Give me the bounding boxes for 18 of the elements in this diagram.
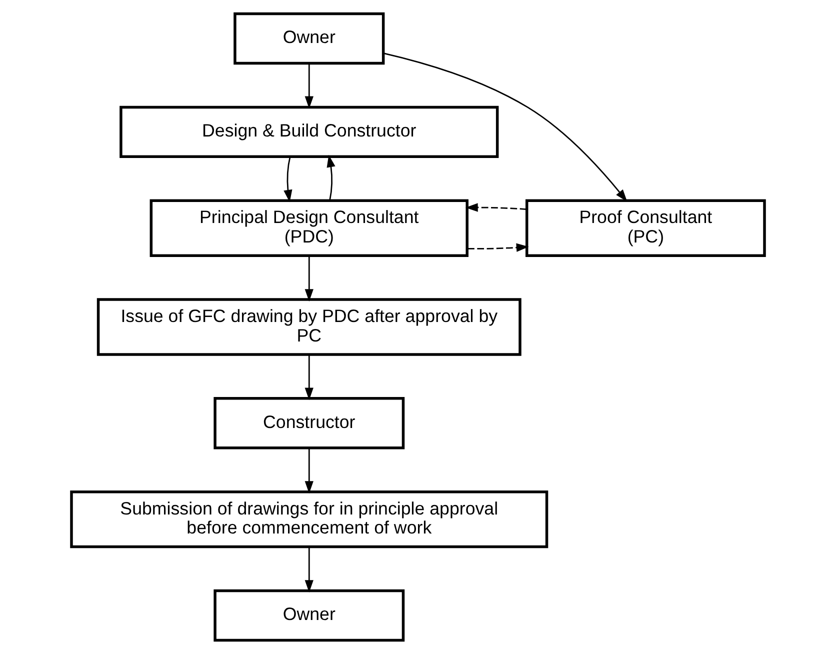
node-box: Principal Design Consultant (PDC) bbox=[149, 199, 468, 257]
arrow bbox=[283, 156, 292, 202]
arrow bbox=[304, 547, 313, 592]
node-box: Owner bbox=[213, 589, 404, 642]
arrow bbox=[304, 64, 313, 109]
node-box: Proof Consultant (PC) bbox=[524, 199, 766, 257]
node-box: Constructor bbox=[213, 397, 404, 450]
arrow bbox=[383, 52, 627, 202]
arrow bbox=[467, 243, 528, 252]
arrow bbox=[304, 354, 313, 400]
arrow bbox=[304, 256, 313, 302]
node-box: Submission of drawings for in principle approval before commencement of work bbox=[70, 490, 548, 548]
node-box: Issue of GFC drawing by PDC after approval by PC bbox=[96, 298, 521, 356]
node-box: Design & Build Constructor bbox=[119, 106, 498, 158]
arrow bbox=[464, 203, 526, 212]
arrow bbox=[326, 154, 335, 200]
node-box: Owner bbox=[233, 12, 384, 65]
arrow bbox=[304, 448, 313, 494]
